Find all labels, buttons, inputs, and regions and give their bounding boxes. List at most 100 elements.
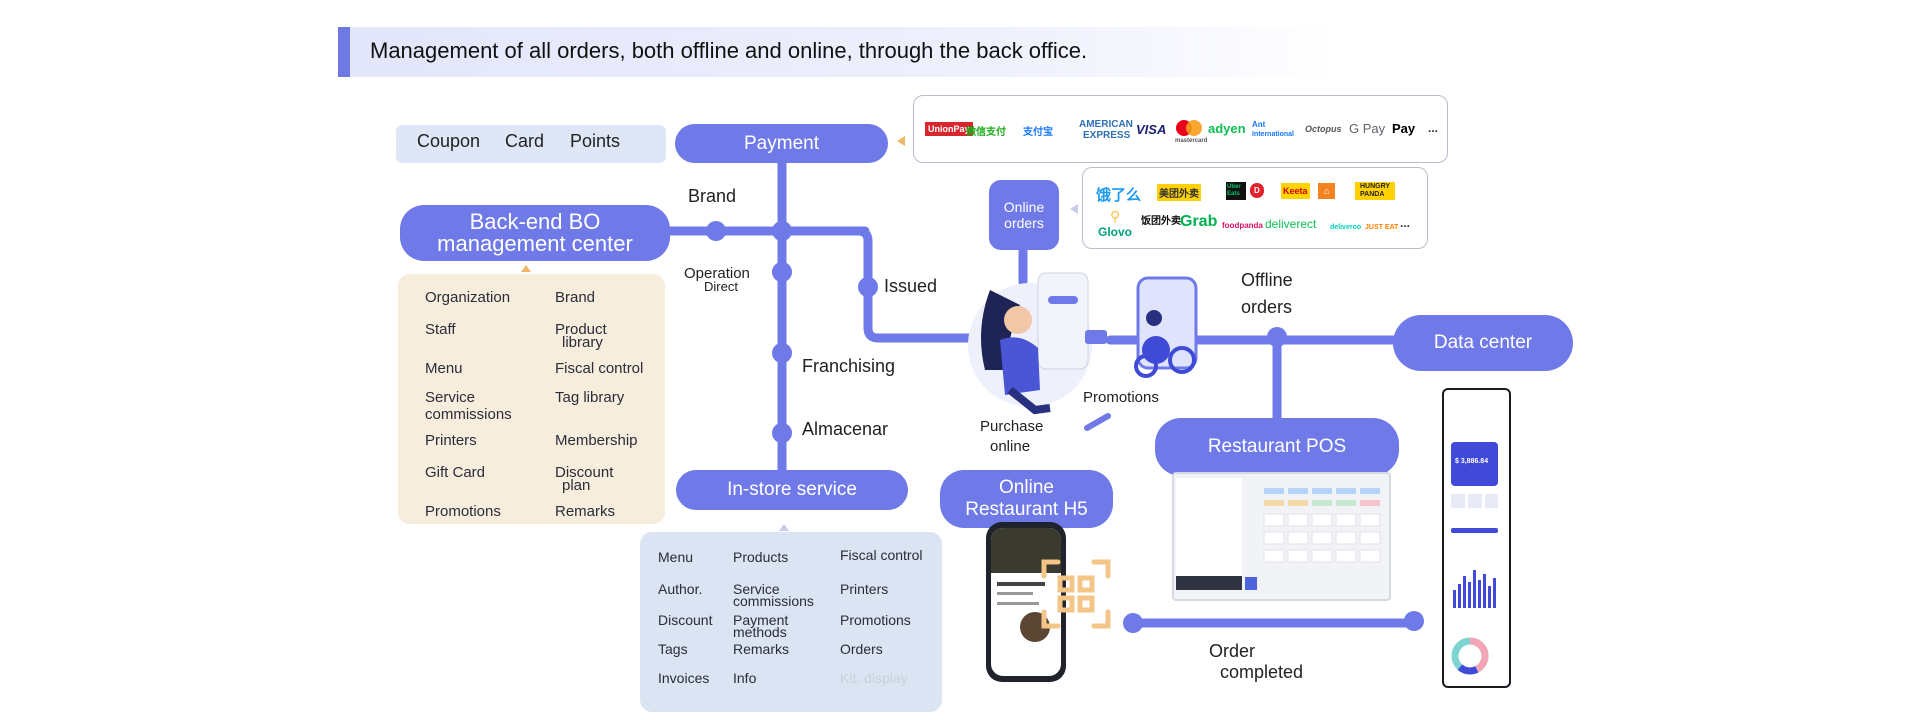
delivery-logo-red: D [1250,183,1264,198]
dashboard-bar-chart [1453,570,1496,608]
coupon-label: Coupon [417,131,481,151]
delivery-more: ... [1400,216,1411,230]
node-dot-brand [706,221,726,241]
instore-item-commissions: commissions [733,593,814,609]
backend-item-plan: plan [562,477,591,494]
backend-item-menu: Menu [425,360,463,377]
instore-item-printers: Printers [840,581,889,597]
node-dot-start [1123,613,1143,633]
backend-item-brand: Brand [555,289,596,306]
instore-item-author: Author. [658,581,703,597]
restaurant-pos-node: Restaurant POS [1155,418,1399,476]
dashboard-stat-2 [1468,494,1482,508]
node-dot-almacenar [772,423,792,443]
label-brand: Brand [688,186,737,206]
purchase-link [1084,413,1111,431]
label-offline: Offline [1241,270,1293,290]
header-banner [338,27,1338,77]
label-offline-orders: orders [1241,297,1293,317]
node-dot-end [1404,611,1424,631]
amex-logo-line2: EXPRESS [1083,130,1131,141]
unionpay-logo: UnionPay [925,122,973,136]
backend-item-staff: Staff [425,321,456,338]
backend-item-remarks: Remarks [555,503,616,520]
hungry-panda-line1: HUNGRY [1360,183,1391,190]
node-dot-brand-2 [772,221,792,241]
instore-item-fiscal-control: Fiscal control [840,547,923,563]
uber-eats-logo: Uber Eats [1226,182,1246,200]
purchase-illustration [968,272,1198,415]
pos-pay-button [1245,577,1257,590]
wechat-pay-logo: 微信支付 [966,127,1006,138]
instore-item-promotions: Promotions [840,612,911,628]
label-completed: completed [1220,662,1304,682]
delivery-logos-box [1082,167,1428,249]
dashboard-sales-card [1451,442,1498,486]
backend-item-organization: Organization [425,289,511,306]
header-accent [338,27,350,77]
dashboard-phone-mockup [1442,388,1511,688]
foodpanda-logo: foodpanda [1222,221,1263,230]
backend-item-commissions: commissions [425,406,512,423]
backend-item-library: library [562,334,603,351]
backend-item-promotions: Promotions [425,503,501,520]
fantuan-logo: 饭团外卖 [1141,216,1181,227]
instore-item-products: Products [733,549,789,565]
payment-node: Payment [675,124,888,163]
visa-logo: VISA [1136,122,1167,137]
amex-logo-line1: AMERICAN [1079,119,1133,130]
instore-item-service: Service [733,581,780,597]
instore-service-node: In-store service [676,470,908,510]
octopus-logo: Octopus [1305,124,1342,134]
google-pay-logo: G Pay [1349,121,1386,136]
label-online: online [990,438,1031,455]
backend-item-service: Service [425,389,476,406]
keeta-logo: Keeta [1281,183,1310,199]
dashboard-amount: $ 3,886.84 [1455,458,1489,465]
qr-scan-icon [1041,559,1111,629]
hungry-panda-logo: HUNGRY PANDA [1355,182,1396,200]
deliveroo-logo: deliveroo [1330,224,1362,231]
node-dot-franchising [772,343,792,363]
glovo-pin-icon: ⚲ [1110,208,1121,224]
backend-item-product: Product [555,321,607,338]
arrow-payment [897,136,905,146]
label-promotions: Promotions [1083,389,1159,406]
dashboard-donut-chart [1451,637,1489,675]
label-franchising: Franchising [802,356,896,376]
pos-product-grid [1263,488,1381,563]
instore-item-discount: Discount [658,612,713,628]
h5-food-image [991,528,1061,573]
hungry-panda-line2: PANDA [1360,191,1385,198]
label-almacenar: Almacenar [802,419,889,439]
eleme-logo: 饿了么 [1096,187,1142,204]
instore-item-kit-display: Kit. display [840,670,908,686]
instore-item-orders: Orders [840,641,883,657]
backend-item-discount: Discount [555,464,614,481]
backend-item-tag-library: Tag library [555,389,625,406]
label-purchase: Purchase [980,418,1044,435]
label-issued: Issued [884,276,938,296]
arrow-backend [521,265,531,272]
node-dot-issued [858,277,878,297]
deliverect-logo: deliverect [1265,217,1317,231]
points-label: Points [570,131,621,151]
coupon-card-points-box [396,125,666,163]
meituan-logo: 美团外卖 [1157,184,1201,201]
h5-text-line [997,592,1033,595]
glovo-logo: Glovo [1098,225,1133,239]
h5-text-line [997,602,1039,605]
node-dot-operation [772,262,792,282]
pos-order-panel [1176,478,1242,590]
card-label: Card [505,131,545,151]
backend-item-gift-card: Gift Card [425,464,486,481]
node-dot-offline [1267,327,1287,347]
instore-item-tags: Tags [658,641,688,657]
page-title: Management of all orders, both offline a… [370,38,1088,63]
just-eat-logo: JUST EAT [1365,224,1399,231]
arrow-instore [779,524,789,531]
alipay-logo: 支付宝 [1023,127,1053,138]
mastercard-icon [1176,120,1202,136]
instore-item-menu: Menu [658,549,694,565]
mastercard-logo: mastercard [1175,138,1208,144]
